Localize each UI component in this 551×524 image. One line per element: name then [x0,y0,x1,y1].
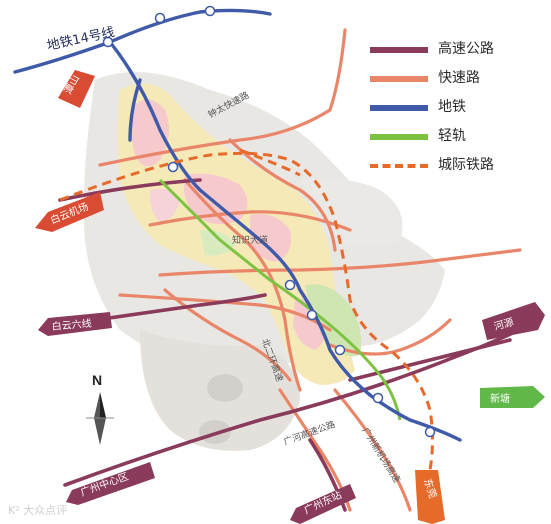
district-area [131,99,169,167]
terrain-spot [207,374,243,402]
station-marker [424,426,436,438]
svg-text:白云六线: 白云六线 [51,317,92,333]
legend-swatch [370,76,428,82]
station-marker [372,392,384,404]
legend-swatch [370,134,428,140]
destination-dongguan: 东莞 [415,470,445,524]
north-arrow-icon [86,392,114,445]
legend-label: 轻轨 [438,128,466,144]
light-rail-line [158,178,402,421]
legend-swatch [370,164,428,168]
district-area [149,188,180,222]
metro-stations [102,5,436,438]
destination-heyuan: 河源 [482,302,545,340]
metro-lines [13,8,462,442]
station-marker [306,309,318,321]
legend-item-highway: 高速公路 [370,38,545,60]
station-marker [204,5,216,17]
legend-label: 城际铁路 [438,157,494,173]
destination-baiyun-line6: 白云六线 [38,312,112,336]
destination-xintang: 新塘 [480,386,545,408]
district-area [250,214,291,262]
destination-tanshan: 潭山 [58,70,95,108]
legend: 高速公路 快速路 地铁 轻轨 城际铁路 [370,30,545,180]
legend-swatch [370,105,428,111]
watermark: K² 大众点评 [8,504,68,517]
legend-label: 地铁 [438,99,466,115]
legend-item-light-rail: 轻轨 [370,125,545,147]
green-area [200,229,235,256]
station-marker [102,36,114,48]
svg-text:新塘: 新塘 [490,392,510,405]
metro-line-label: 地铁14号线 [46,25,116,54]
legend-item-metro: 地铁 [370,96,545,118]
legend-item-intercity-rail: 城际铁路 [370,154,545,176]
legend-label: 高速公路 [438,41,494,57]
station-marker [334,344,346,356]
district-area [183,173,248,224]
north-label: N [92,372,103,388]
station-marker [167,161,179,173]
legend-swatch [370,47,428,53]
legend-label: 快速路 [438,70,480,86]
intercity-rail [59,148,434,471]
legend-item-fast-road: 快速路 [370,67,545,89]
destination-guangzhou-east: 广州东站 [290,484,356,524]
station-marker [284,279,296,291]
road-label: 广州新机场高速 [359,425,403,485]
road-label: 知识大道 [232,234,268,246]
station-marker [154,12,166,24]
